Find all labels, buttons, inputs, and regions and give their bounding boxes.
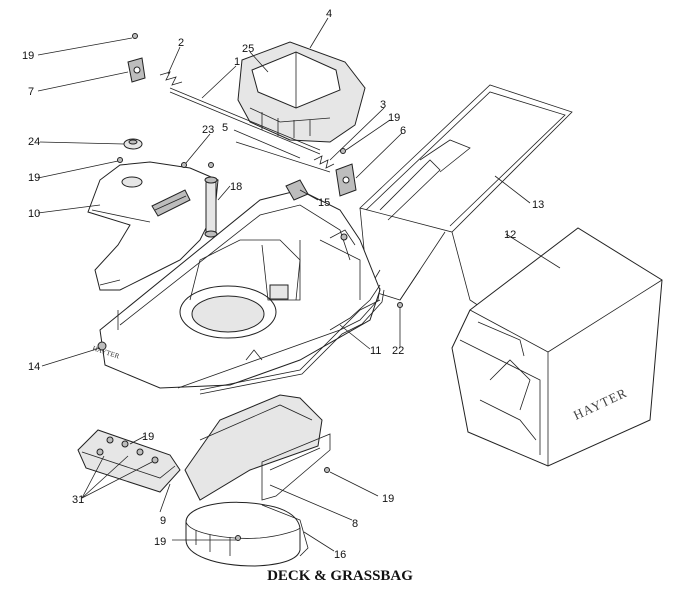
- height-tube: [204, 176, 218, 238]
- callout-11: 11: [370, 345, 381, 357]
- callout-15: 15: [318, 197, 330, 209]
- callout-22: 22: [392, 345, 404, 357]
- screws: [117, 33, 403, 541]
- callout-13: 13: [532, 199, 544, 211]
- spring-assemblies: [159, 71, 335, 173]
- callout-9: 9: [160, 515, 166, 527]
- deck-badge: [97, 341, 107, 351]
- callout-2: 2: [178, 37, 184, 49]
- callout-7: 7: [28, 86, 34, 98]
- callout-labels: 19 7 2 1 4 25 3 19 6 5 23 24 19 18 10 15…: [22, 8, 544, 561]
- callout-4: 4: [326, 8, 332, 20]
- callout-19: 19: [388, 112, 400, 124]
- callout-19: 19: [154, 536, 166, 548]
- callout-23: 23: [202, 124, 214, 136]
- leader-lines: [37, 17, 561, 552]
- front-cover: [185, 501, 309, 567]
- callout-31: 31: [72, 494, 84, 506]
- callout-18: 18: [230, 181, 242, 193]
- front-axle-bracket: [77, 429, 181, 493]
- callout-3: 3: [380, 99, 386, 111]
- handle-cover: [237, 41, 366, 143]
- adjust-knob: [123, 138, 143, 150]
- callout-19: 19: [142, 431, 154, 443]
- grassbag: HAYTER: [451, 227, 663, 467]
- callout-19: 19: [382, 493, 394, 505]
- callout-8: 8: [352, 518, 358, 530]
- callout-19: 19: [28, 172, 40, 184]
- callout-19: 19: [22, 50, 34, 62]
- rear-flap: [184, 394, 331, 501]
- diagram-title: DECK & GRASSBAG: [267, 568, 413, 584]
- callout-12: 12: [504, 229, 516, 241]
- callout-6: 6: [400, 125, 406, 137]
- callout-1: 1: [234, 56, 240, 68]
- callout-14: 14: [28, 361, 40, 373]
- callout-24: 24: [28, 136, 40, 148]
- callout-25: 25: [242, 43, 254, 55]
- callout-5: 5: [222, 122, 228, 134]
- callout-10: 10: [28, 208, 40, 220]
- body-shell: [87, 161, 219, 291]
- rear-tube: [199, 287, 385, 395]
- left-hinge-bracket: [127, 57, 146, 83]
- callout-16: 16: [334, 549, 346, 561]
- right-hinge-bracket: [335, 163, 357, 197]
